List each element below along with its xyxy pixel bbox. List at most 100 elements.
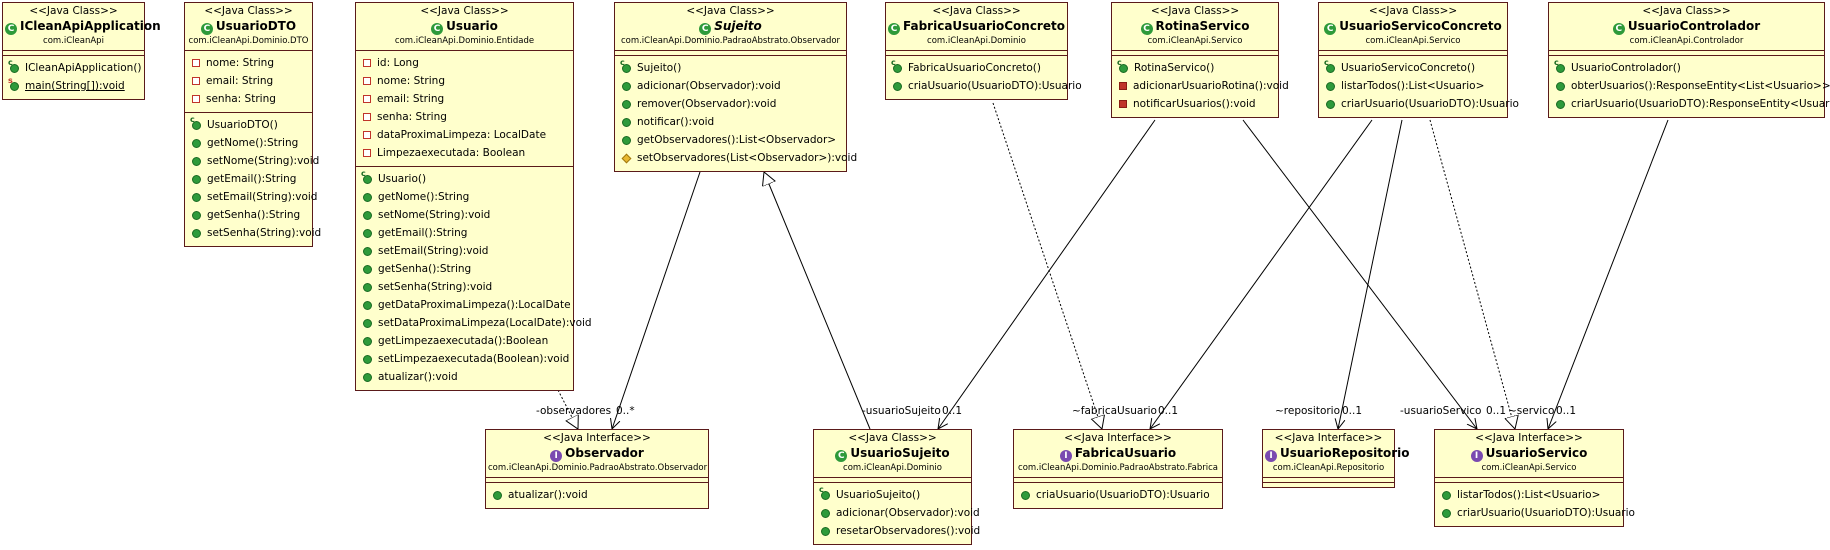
- fields-section: [886, 51, 1067, 56]
- private-field-icon: [192, 95, 200, 103]
- constructor-icon: [190, 115, 201, 130]
- stereotype: <<Java Class>>: [204, 5, 293, 17]
- constructor-icon: [620, 58, 631, 73]
- fields-section: [1549, 51, 1824, 56]
- package-name: com.iCleanApi.Dominio.PadraoAbstrato.Obs…: [488, 463, 708, 473]
- private-field-icon: [363, 149, 371, 157]
- stereotype: <<Java Interface>>: [543, 432, 651, 444]
- public-method-icon: [1326, 99, 1335, 109]
- method-row: notificar():void: [615, 113, 846, 131]
- method-row: setDataProximaLimpeza(LocalDate):void: [356, 314, 592, 332]
- public-method-icon: [821, 508, 830, 518]
- fields-section: [1435, 478, 1623, 483]
- multiplicity-label: 0..*: [616, 405, 635, 417]
- field-row: Limpezaexecutada: Boolean: [356, 144, 573, 162]
- public-method-icon: [1021, 490, 1030, 500]
- public-method-icon: [363, 318, 372, 328]
- public-method-icon: [893, 81, 902, 91]
- role-label-usuarioservico: -usuarioServico: [1400, 405, 1482, 417]
- public-method-icon: [622, 81, 631, 91]
- method-row: getEmail():String: [356, 224, 573, 242]
- field-row: id: Long: [356, 54, 573, 72]
- methods-section: atualizar():void: [486, 483, 708, 508]
- public-method-icon: [192, 228, 201, 238]
- public-method-icon: [1442, 490, 1451, 500]
- method-row: RotinaServico(): [1112, 58, 1278, 77]
- method-row: remover(Observador):void: [615, 95, 846, 113]
- public-method-icon: [821, 526, 830, 536]
- method-row: setLimpezaexecutada(Boolean):void: [356, 350, 573, 368]
- method-row: main(String[]):void: [3, 76, 144, 95]
- realize-fabricaconcreto-fabrica: [992, 102, 1102, 429]
- method-row: adicionar(Observador):void: [814, 504, 980, 522]
- constructor-icon: [1117, 58, 1128, 73]
- method-row: setSenha(String):void: [356, 278, 573, 296]
- interface-icon: I: [1265, 450, 1277, 462]
- method-row: setNome(String):void: [356, 206, 573, 224]
- field-row: nome: String: [185, 54, 312, 72]
- private-field-icon: [363, 113, 371, 121]
- multiplicity-label: 0..1: [1486, 405, 1507, 417]
- generalize-usuariosujeito-sujeito: [764, 172, 871, 430]
- package-name: com.iCleanApi.Servico: [1147, 36, 1243, 46]
- methods-section: [1263, 483, 1394, 487]
- class-icon: C: [835, 450, 848, 462]
- method-row: adicionar(Observador):void: [615, 77, 846, 95]
- package-name: com.iCleanApi.Dominio.PadraoAbstrato.Obs…: [620, 36, 841, 46]
- class-icon: C: [888, 23, 900, 35]
- public-method-icon: [1556, 99, 1565, 109]
- assoc-sujeito-observador: [612, 171, 701, 429]
- constructor-icon: [819, 485, 830, 500]
- realize-servicoconcreto-servico: [1429, 119, 1515, 429]
- package-name: com.iCleanApi.Controlador: [1629, 36, 1744, 46]
- methods-section: criaUsuario(UsuarioDTO):Usuario: [1014, 483, 1222, 508]
- stereotype: <<Java Class>>: [932, 5, 1021, 17]
- method-row: setEmail(String):void: [185, 188, 317, 206]
- class-icon: C: [1140, 23, 1153, 35]
- method-row: listarTodos():List<Usuario>: [1435, 486, 1623, 504]
- package-name: com.iCleanApi.Dominio.PadraoAbstrato.Fab…: [1018, 463, 1218, 473]
- package-name: com.iCleanApi.Dominio: [843, 463, 942, 473]
- method-row: setEmail(String):void: [356, 242, 573, 260]
- public-method-icon: [363, 210, 372, 220]
- method-row: obterUsuarios():ResponseEntity<List<Usua…: [1549, 77, 1830, 95]
- public-method-icon: [363, 192, 372, 202]
- public-method-icon: [1556, 81, 1565, 91]
- methods-section: RotinaServico() adicionarUsuarioRotina()…: [1112, 56, 1289, 117]
- public-method-icon: [363, 354, 372, 364]
- field-row: senha: String: [356, 108, 573, 126]
- public-method-icon: [622, 99, 631, 109]
- methods-section: FabricaUsuarioConcreto() criaUsuario(Usu…: [886, 56, 1082, 99]
- role-label-repositorio: ~repositorio: [1275, 405, 1341, 417]
- class-icon: C: [200, 23, 213, 35]
- private-field-icon: [363, 131, 371, 139]
- method-row: criarUsuario(UsuarioDTO):Usuario: [1319, 95, 1519, 113]
- fields-section: [1014, 478, 1222, 483]
- role-label-observadores: -observadores: [536, 405, 612, 417]
- methods-section: UsuarioDTO() getNome():String setNome(St…: [185, 113, 321, 246]
- method-row: getNome():String: [356, 188, 573, 206]
